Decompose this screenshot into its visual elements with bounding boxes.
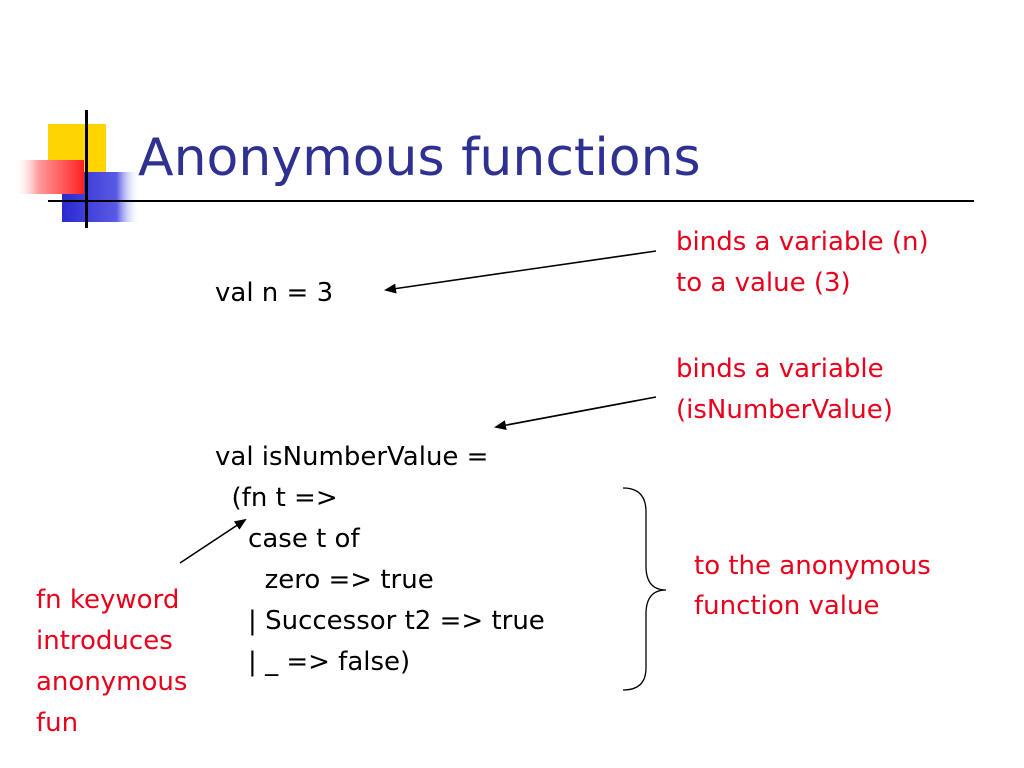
arrow-to-isnumbervalue (494, 396, 657, 431)
note-fn-keyword-line-3: anonymous (36, 667, 188, 697)
code-val-n: val n = 3 (215, 278, 334, 308)
right-brace (622, 487, 667, 691)
note-binds-variable-line-2: (isNumberValue) (676, 395, 893, 425)
note-anon-value-line-1: to the anonymous (694, 551, 931, 581)
code-line-1: val isNumberValue = (215, 442, 489, 472)
note-binds-value-line-1: binds a variable (n) (676, 227, 929, 257)
note-binds-variable-line-1: binds a variable (676, 354, 884, 384)
deco-red-square (14, 160, 84, 194)
note-fn-keyword-line-1: fn keyword (36, 585, 180, 615)
arrow-to-val-n (384, 250, 657, 294)
title-decoration (14, 110, 140, 228)
code-line-6: | _ => false) (215, 647, 411, 677)
note-binds-value-line-2: to a value (3) (676, 268, 851, 298)
slide-title: Anonymous functions (138, 128, 701, 188)
code-line-5: | Successor t2 => true (215, 606, 545, 636)
note-fn-keyword-line-2: introduces (36, 626, 173, 656)
deco-vertical-line (85, 110, 88, 228)
code-line-3: case t of (215, 524, 360, 554)
code-line-2: (fn t => (215, 483, 338, 513)
code-line-4: zero => true (215, 565, 434, 595)
note-anon-value-line-2: function value (694, 591, 880, 621)
note-fn-keyword-line-4: fun (36, 708, 79, 738)
title-underline (50, 200, 974, 202)
